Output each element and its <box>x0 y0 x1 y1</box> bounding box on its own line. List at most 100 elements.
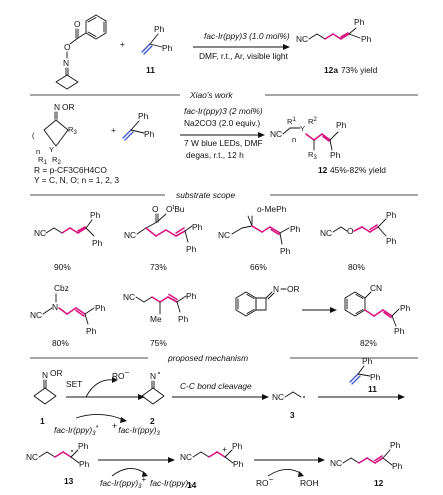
ph-label: Ph <box>186 291 197 301</box>
ph-label: Ph <box>186 244 197 254</box>
ph-label: Ph <box>400 303 411 313</box>
ph-label: Ph <box>192 222 203 232</box>
ph-label: Ph <box>90 210 101 220</box>
compound-11-label: 11 <box>146 65 155 75</box>
scope-benzonitrile-product: CN Ph Ph <box>344 283 411 336</box>
product-r1: R1 <box>287 117 296 126</box>
mech-product-12: NC Ph Ph <box>330 440 403 471</box>
ph-label: Ph <box>280 246 291 256</box>
scope-yield: 80% <box>52 338 69 348</box>
ph-label: Ph <box>386 236 397 246</box>
mech-iminyl-radical-2: N <box>141 371 165 405</box>
ph-label: Ph <box>354 17 365 27</box>
scope-yield: 73% <box>150 262 167 272</box>
me-label: Me <box>150 314 162 324</box>
ir-oxidized-label-2: fac-Ir(ppy)3+ <box>100 475 147 490</box>
ph-label: Ph <box>330 150 341 160</box>
xiao-cond-catalyst: fac-Ir(ppy)3 (2 mol%) <box>184 106 263 116</box>
scope-compound-2: O OtBu NC Ph Ph <box>124 204 203 254</box>
xiao-product-label: 12 <box>318 165 328 175</box>
ph-label: Ph <box>144 129 155 139</box>
or-label: OR <box>62 102 75 112</box>
ph-label: Ph <box>154 24 165 34</box>
ph-label: Ph <box>370 372 381 382</box>
nc-label: NC <box>180 452 192 462</box>
compound-13-label: 13 <box>64 476 74 486</box>
ph-label: Ph <box>162 43 173 53</box>
ph-label: Ph <box>78 441 89 451</box>
nc-label: NC <box>272 392 284 402</box>
or-label: OR <box>50 368 63 378</box>
oxime-n-label: N <box>63 58 69 68</box>
section-header-scope: substrate scope <box>176 190 235 200</box>
set-label: SET <box>66 379 82 389</box>
ir-ground-label: fac-Ir(ppy)3 <box>150 478 192 490</box>
xiao-cond-degas: degas, r.t., 12 h <box>186 150 244 160</box>
scope-compound-1: NC Ph Ph <box>34 210 103 248</box>
r1-label: R1 <box>38 155 47 166</box>
ph-label: Ph <box>390 440 401 450</box>
r2-label: R2 <box>52 155 61 166</box>
cn-label: CN <box>370 283 382 293</box>
or-label: OR <box>287 284 300 294</box>
xiao-product-12: NC R1 Y R2 R3 Ph Ph n <box>270 117 347 161</box>
ph-label: Ph <box>386 210 397 220</box>
compound-14-label: 14 <box>187 480 197 490</box>
otbu-label: OtBu <box>166 204 185 214</box>
compound-1-label: 1 <box>40 416 45 426</box>
ph-label: Ph <box>290 224 301 234</box>
ph-label: Ph <box>138 111 149 121</box>
scope-yield: 75% <box>150 338 167 348</box>
nc-label: NC <box>296 34 308 44</box>
set-arrow <box>66 377 145 423</box>
ph-label: Ph <box>336 120 347 130</box>
scope-compound-6: NC Me Ph Ph <box>123 291 197 324</box>
condition-catalyst: fac-Ir(ppy)3 (1.0 mol%) <box>204 31 290 41</box>
nc-label: NC <box>26 452 38 462</box>
diphenylethylene-xiao: Ph Ph <box>122 111 155 141</box>
ether-o: O <box>347 226 354 236</box>
cbz-label: Cbz <box>54 283 69 293</box>
mech-cation-14: NC + Ph Ph <box>180 441 244 469</box>
ph-label: Ph <box>232 441 243 451</box>
scope-benzocyclobutenone-oxime: N OR <box>235 284 300 317</box>
ompe-label: o-MePh <box>257 204 287 214</box>
scope-yield: 80% <box>348 262 365 272</box>
diphenylethylene-11: Ph Ph <box>141 24 173 55</box>
product-n: n <box>292 135 296 144</box>
plus-sign: + <box>111 125 116 135</box>
bracket: ( <box>32 131 35 140</box>
product-y: Y <box>300 124 305 133</box>
n-subscript: n <box>36 147 40 156</box>
nc-label: NC <box>30 310 42 320</box>
product-12a-yield: 73% yield <box>341 65 378 75</box>
product-12a-label: 12a <box>324 65 338 75</box>
oxime-n: N <box>273 284 279 294</box>
section-header-xiao: Xiao's work <box>189 90 233 100</box>
r-definition: R = p-CF3C6H4CO <box>34 165 107 175</box>
ph-label: Ph <box>79 459 90 469</box>
carbonyl-o: O <box>152 204 159 214</box>
cc-cleavage-label: C-C bond cleavage <box>180 381 252 391</box>
mech-benzylic-radical-13: NC Ph Ph <box>26 441 90 469</box>
xiao-cond-light: 7 W blue LEDs, DMF <box>184 138 263 148</box>
compound-3-label: 3 <box>290 410 295 420</box>
ph-label: Ph <box>92 238 103 248</box>
y-label: Y <box>49 145 54 154</box>
oxime-ester-reactant: O O N <box>55 14 107 90</box>
mech-ir-arrow <box>98 457 175 477</box>
mech-diphenylethylene-11: Ph Ph <box>349 356 381 385</box>
scope-compound-3: o-MePh NC Ph Ph <box>218 204 301 256</box>
product-12a: NC Ph Ph <box>296 17 372 44</box>
compound-11-label: 11 <box>368 384 377 394</box>
scope-yield: 82% <box>360 338 377 348</box>
ph-label: Ph <box>361 34 372 44</box>
n-atom: N <box>42 370 48 380</box>
product-r3: R3 <box>308 150 317 161</box>
nc-label: NC <box>124 230 136 240</box>
ro-minus-label-2: RO− <box>256 475 274 488</box>
xiao-cond-base: Na2CO3 (2.0 equiv.) <box>184 118 260 128</box>
ph-label: Ph <box>362 356 373 366</box>
scope-compound-5: Cbz N NC Ph Ph <box>30 283 106 336</box>
ph-label: Ph <box>392 461 403 471</box>
